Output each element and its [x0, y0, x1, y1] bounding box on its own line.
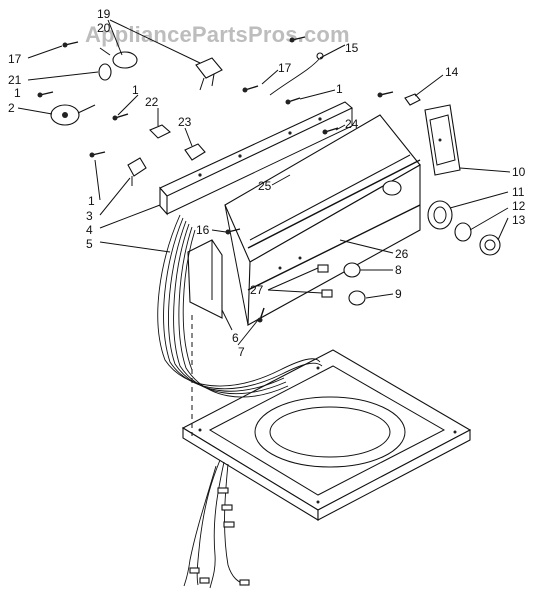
callout-11: 11	[512, 185, 525, 199]
callout-16: 16	[196, 223, 210, 237]
screw-1-left	[37, 91, 54, 98]
callout-17-left: 17	[8, 52, 22, 66]
callout-13: 13	[512, 213, 526, 227]
watermark-text: AppliancePartsPros.com	[85, 22, 350, 47]
callout-8: 8	[395, 263, 402, 277]
callout-27: 27	[250, 283, 264, 297]
screw-16	[225, 228, 241, 235]
screw-top	[289, 36, 306, 43]
switch-part-22	[149, 124, 171, 139]
console-end-cap	[187, 239, 223, 319]
leader-lines	[17, 19, 511, 346]
callout-4: 4	[86, 223, 93, 237]
callout-20: 20	[97, 21, 111, 35]
screw-1-lower	[89, 151, 106, 158]
callout-3: 3	[86, 209, 93, 223]
knob-part-9	[321, 289, 366, 306]
callout-2: 2	[8, 101, 15, 115]
clip-part-14	[404, 93, 421, 106]
capacitor-part-20	[99, 47, 138, 69]
callout-1-right: 1	[336, 82, 343, 96]
screw-7	[257, 307, 265, 323]
screw-14	[377, 91, 394, 98]
callout-17-right: 17	[278, 61, 292, 75]
callout-6: 6	[232, 331, 239, 345]
callout-12: 12	[512, 199, 526, 213]
clip-part-21	[98, 63, 112, 81]
screws	[37, 36, 394, 323]
callout-5: 5	[86, 237, 93, 251]
screw-17-right	[242, 85, 259, 93]
callout-26: 26	[395, 247, 409, 261]
skirt-part-12	[454, 222, 472, 242]
callout-25: 25	[258, 179, 272, 193]
bracket-part-3	[127, 157, 147, 186]
console-back-bracket	[159, 101, 354, 216]
callout-7: 7	[238, 345, 245, 359]
callout-10: 10	[512, 165, 526, 179]
callout-1-top-left: 1	[14, 86, 21, 100]
callout-labels: 19 20 21 17 1 2 22 23 1 1 3 4 5 15 17 14…	[8, 7, 526, 359]
callout-14: 14	[445, 65, 459, 79]
callout-9: 9	[395, 287, 402, 301]
callout-23: 23	[178, 115, 192, 129]
motor-switch-part-19	[195, 57, 223, 91]
callout-19: 19	[97, 7, 111, 21]
screw-1-right	[285, 97, 301, 105]
timer-part-10	[424, 104, 461, 176]
timer-knob-part-2	[50, 104, 96, 126]
callout-1-mid-left: 1	[132, 83, 139, 97]
callout-22: 22	[145, 95, 159, 109]
callout-1-lower-left: 1	[88, 194, 95, 208]
switch-part-8	[317, 262, 361, 278]
switch-part-23	[184, 143, 206, 161]
console-panel	[224, 114, 421, 326]
callout-24: 24	[345, 117, 359, 131]
washer-top-panel	[181, 349, 472, 521]
knob-part-13	[479, 234, 501, 256]
wire-harness	[157, 214, 323, 589]
callout-15: 15	[345, 41, 359, 55]
screw-1-mid	[112, 113, 129, 121]
callout-21: 21	[8, 73, 22, 87]
screw-17-left	[62, 41, 79, 48]
screw-24	[322, 127, 339, 135]
dial-part-11	[427, 200, 453, 230]
